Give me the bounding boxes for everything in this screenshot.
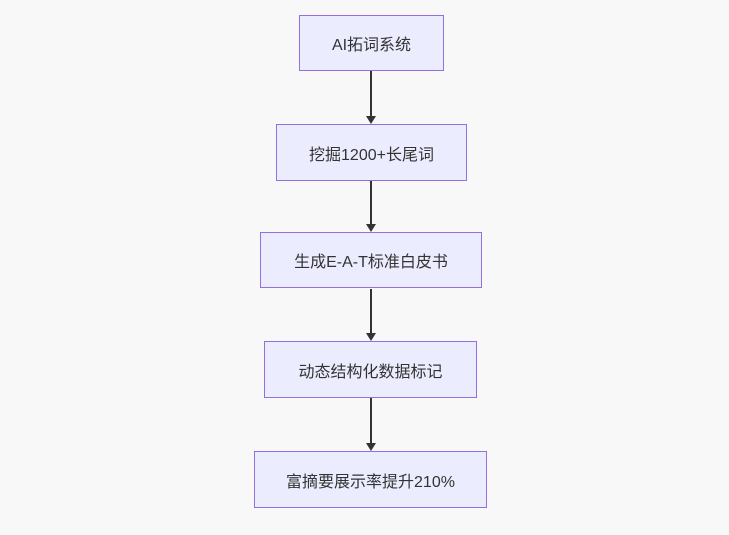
flow-arrow-2 <box>366 181 376 232</box>
flow-arrow-4 <box>366 398 376 451</box>
arrow-line <box>370 71 372 116</box>
flow-node-label: 挖掘1200+长尾词 <box>309 146 434 164</box>
arrow-head-icon <box>366 116 376 124</box>
flow-node-label: AI拓词系统 <box>331 37 412 54</box>
arrow-head-icon <box>366 443 376 451</box>
flow-node-rich-snippet-result: 富摘要展示率提升210% <box>254 451 487 508</box>
flow-node-label: 动态结构化数据标记 <box>298 363 443 381</box>
arrow-head-icon <box>366 333 376 341</box>
flow-arrow-1 <box>366 71 376 124</box>
arrow-line <box>370 181 372 224</box>
flow-arrow-3 <box>366 289 376 341</box>
flow-node-ai-word-system: AI拓词系统 <box>299 15 444 71</box>
flow-node-eat-whitepaper: 生成E-A-T标准白皮书 <box>260 232 482 288</box>
flow-node-label: 富摘要展示率提升210% <box>286 473 455 491</box>
flow-node-label: 生成E-A-T标准白皮书 <box>294 254 448 271</box>
arrow-line <box>370 289 372 333</box>
arrow-head-icon <box>366 224 376 232</box>
flow-node-longtail-mining: 挖掘1200+长尾词 <box>276 124 467 181</box>
arrow-line <box>370 398 372 443</box>
flow-node-structured-data: 动态结构化数据标记 <box>264 341 477 398</box>
